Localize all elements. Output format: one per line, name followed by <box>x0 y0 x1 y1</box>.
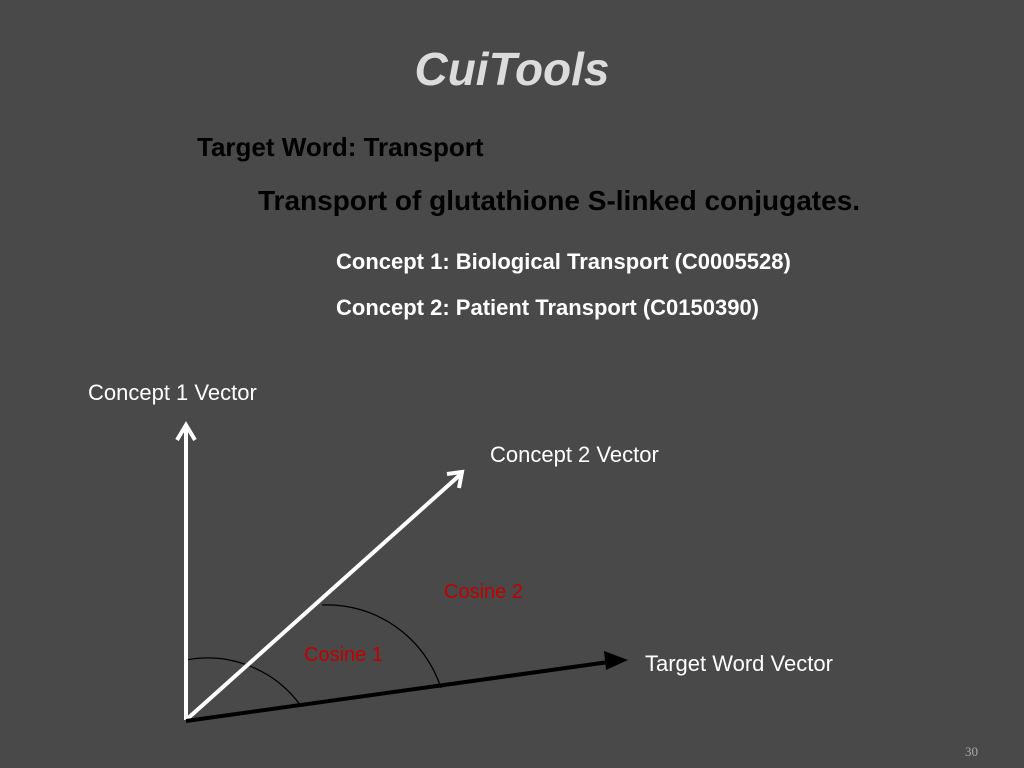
concept-1-vector-label: Concept 1 Vector <box>88 380 257 405</box>
target-word-vector-label: Target Word Vector <box>645 651 833 676</box>
concept-2-vector-arrowhead <box>446 469 465 489</box>
concept-2-text: Concept 2: Patient Transport (C0150390) <box>336 295 760 320</box>
concept-1-text: Concept 1: Biological Transport (C000552… <box>336 249 791 274</box>
slide-title: CuiTools <box>414 43 610 95</box>
target-word-heading: Target Word: Transport <box>197 132 484 162</box>
cosine-2-label: Cosine 2 <box>444 581 523 603</box>
concept-2-vector-line <box>184 472 463 722</box>
cosine-2-arc <box>321 604 442 689</box>
cosine-1-arc <box>185 657 302 707</box>
concept-2-vector-label: Concept 2 Vector <box>490 442 659 467</box>
target-word-vector-arrowhead <box>604 651 628 670</box>
page-number: 30 <box>965 744 978 759</box>
concept-1-vector-arrowhead <box>175 421 197 442</box>
target-word-vector-line <box>185 659 617 723</box>
example-sentence: Transport of glutathione S-linked conjug… <box>258 185 861 216</box>
cosine-1-label: Cosine 1 <box>304 644 383 666</box>
